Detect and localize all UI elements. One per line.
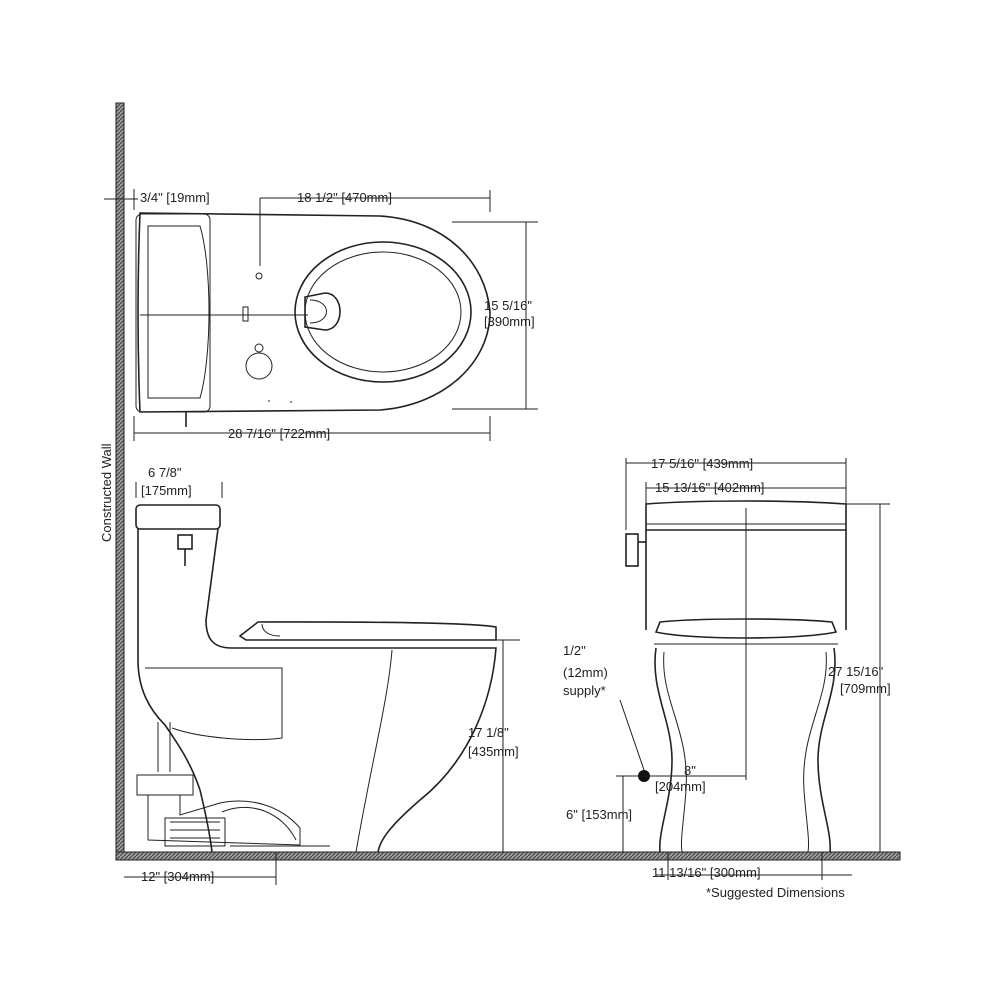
- toilet-body: [137, 529, 213, 853]
- side-view-dimensions: 6 7/8" [175mm] 17 1/8" [435mm] 12" [304m…: [124, 465, 520, 885]
- dim-length: 28 7/16" [722mm]: [228, 426, 330, 441]
- front-view-dimensions: 17 5/16" [439mm] 15 13/16" [402mm] 1/2" …: [563, 456, 891, 900]
- bowl-opening: [304, 251, 462, 373]
- footnote: *Suggested Dimensions: [706, 885, 845, 900]
- dim-width-mm: [390mm]: [484, 314, 535, 329]
- dim-overall-width: 17 5/16" [439mm]: [651, 456, 753, 471]
- front-bowl: [654, 647, 673, 853]
- top-view-dimensions: 3/4" [19mm] 18 1/2" [470mm] 15 5/16" [39…: [104, 189, 538, 441]
- drain-outlet: [304, 292, 341, 331]
- tank-top: [135, 213, 211, 413]
- front-view: [619, 500, 847, 853]
- outlet-flange: [164, 817, 226, 847]
- front-flush-handle: [625, 533, 639, 567]
- dim-width-in: 15 5/16": [484, 298, 532, 313]
- tank-lid: [135, 504, 221, 530]
- flush-hole: [245, 352, 273, 380]
- top-view: [135, 212, 491, 427]
- side-view: [135, 504, 497, 853]
- dim-seat-height-in: 17 1/8": [468, 725, 509, 740]
- supply-label: supply*: [563, 683, 606, 698]
- constructed-wall: [115, 102, 125, 861]
- top-view-outline: [137, 212, 491, 413]
- flush-handle: [177, 534, 193, 550]
- supply-size: 1/2": [563, 643, 586, 658]
- seat-outline: [294, 241, 472, 383]
- dim-tank-width: 15 13/16" [402mm]: [655, 480, 764, 495]
- dim-base-width: 11 13/16" [300mm]: [652, 865, 760, 880]
- dim-rough-in: 18 1/2" [470mm]: [297, 190, 392, 205]
- dim-wall-offset: 3/4" [19mm]: [140, 190, 210, 205]
- dim-outlet-offset: 12" [304mm]: [141, 869, 214, 884]
- dim-overall-height-mm: [709mm]: [840, 681, 891, 696]
- dim-seat-height-mm: [435mm]: [468, 744, 519, 759]
- dim-tank-depth-in: 6 7/8": [148, 465, 182, 480]
- supply-mm: (12mm): [563, 665, 608, 680]
- dim-supply-offset-mm: [204mm]: [655, 779, 706, 794]
- dim-supply-height: 6" [153mm]: [566, 807, 632, 822]
- seat: [238, 621, 497, 641]
- dim-overall-height-in: 27 15/16": [828, 664, 884, 679]
- dim-tank-depth-mm: [175mm]: [141, 483, 192, 498]
- floor-line: [115, 851, 901, 861]
- front-seat: [654, 618, 838, 639]
- dim-supply-offset-in: 8": [684, 763, 696, 778]
- bolt-hole: [255, 272, 263, 280]
- wall-label: Constructed Wall: [99, 443, 114, 542]
- wax-ring: [136, 774, 194, 796]
